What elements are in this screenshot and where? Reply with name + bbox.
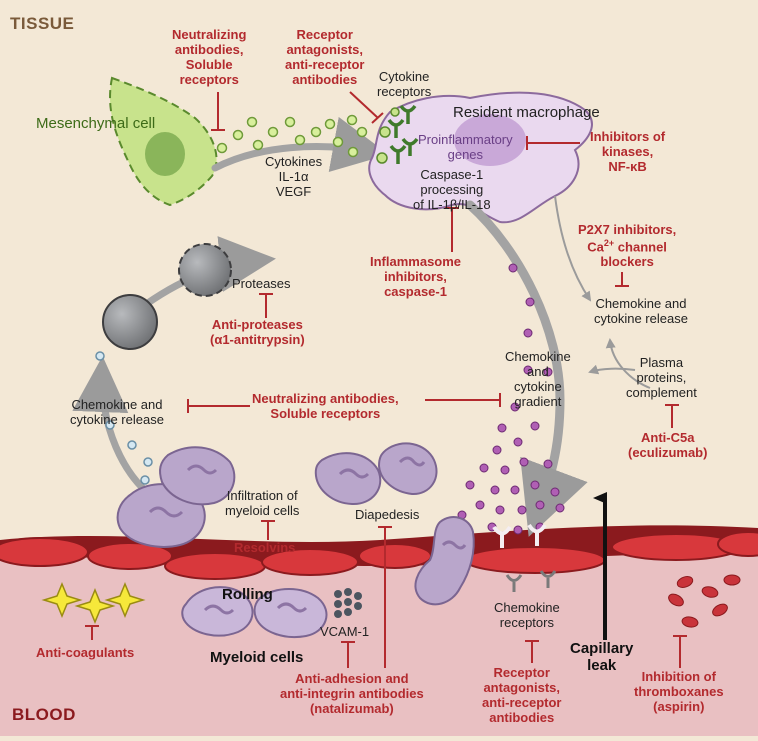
inhibition-lines: [85, 91, 687, 668]
chemokine-receptors-top: [492, 523, 547, 548]
proinflammatory-genes-label: Proinflammatory genes: [418, 132, 513, 162]
cytokine-receptors: [387, 104, 419, 164]
release-arrow: [554, 195, 592, 302]
chemokine-receptors-label: Chemokine receptors: [494, 600, 560, 630]
caspase-processing-label: Caspase-1 processing of IL-1β/IL-18: [413, 167, 491, 212]
anti-proteases-inhibitor: Anti-proteases (α1-antitrypsin): [210, 317, 305, 347]
blood-region-label: BLOOD: [12, 705, 76, 724]
bound-cytokines: [376, 107, 400, 164]
chemokine-gradient-arrow: [465, 200, 588, 537]
myeloid-nuclei-tissue: [148, 456, 467, 550]
protease-sphere-fading: [178, 243, 232, 297]
inflammasome-inhibitors: Inflammasome inhibitors, caspase-1: [370, 254, 462, 299]
chemokine-dots: [457, 263, 565, 535]
protease-sphere: [102, 294, 158, 350]
rolling-label: Rolling: [222, 586, 273, 603]
chemokine-gradient-label: Chemokine and cytokine gradient: [505, 349, 571, 409]
diapedesis-label: Diapedesis: [355, 507, 420, 522]
blood-region: [0, 545, 758, 736]
capillary-leak-label: Capillary leak: [570, 640, 634, 675]
myeloid-cells-tissue: [116, 442, 475, 606]
p2x7-line3: blockers: [600, 254, 654, 270]
myeloid-nuclei-blood: [203, 602, 308, 615]
resolvins-inhibitor: Resolvins: [234, 540, 296, 555]
vcam-label: VCAM-1: [320, 624, 370, 639]
myeloid-cells-blood: [181, 586, 328, 638]
platelets: [41, 582, 146, 624]
cytokines-label: Cytokines IL-1α VEGF: [265, 154, 323, 199]
mesenchymal-cell-label: Mesenchymal cell: [36, 115, 156, 132]
resident-macrophage: [368, 91, 593, 224]
cytokine-receptors-label: Cytokine receptors: [377, 69, 432, 99]
resident-macrophage-label: Resident macrophage: [453, 104, 600, 121]
infiltration-label: Infiltration of myeloid cells: [225, 488, 300, 518]
chemokine-receptors-bottom: [505, 570, 557, 592]
p2x7-line1: P2X7 inhibitors,: [578, 222, 677, 237]
proteases-label: Proteases: [232, 276, 291, 291]
release-dots: [95, 351, 153, 485]
thromboxane-inhibitor: Inhibition of thromboxanes (aspirin): [634, 669, 724, 714]
mesenchymal-cell: [109, 76, 218, 207]
vcam-molecules: [334, 588, 362, 618]
plasma-proteins-label: Plasma proteins, complement: [626, 355, 697, 400]
neutralizing-middle-inhibitor: Neutralizing antibodies, Soluble recepto…: [252, 391, 399, 421]
anti-adhesion-inhibitor: Anti-adhesion and anti-integrin antibodi…: [280, 671, 424, 716]
receptor-antagonists-bottom-inhibitor: Receptor antagonists, anti-receptor anti…: [482, 665, 562, 725]
kinase-inhibitors: Inhibitors of kinases, NF-κB: [590, 129, 666, 174]
chemokine-release-left-label: Chemokine and cytokine release: [70, 397, 164, 427]
receptor-antagonists-top-inhibitor: Receptor antagonists, anti-receptor anti…: [285, 27, 365, 87]
plasma-gradient-arrow: [588, 364, 636, 375]
red-blood-cells: [668, 574, 741, 628]
cytokine-dots: [216, 114, 368, 158]
myeloid-cells-label: Myeloid cells: [210, 649, 304, 666]
anti-c5a-inhibitor: Anti-C5a (eculizumab): [628, 430, 708, 460]
tissue-region-label: TISSUE: [10, 14, 75, 33]
p2x7-line2: Ca2+ channel: [587, 237, 667, 255]
neutralizing-top-inhibitor: Neutralizing antibodies, Soluble recepto…: [172, 27, 247, 87]
p2x7-inhibitors: P2X7 inhibitors, Ca2+ channel blockers: [578, 222, 677, 270]
anti-coagulants-inhibitor: Anti-coagulants: [36, 645, 135, 660]
chemokine-release-right-label: Chemokine and cytokine release: [594, 296, 688, 326]
